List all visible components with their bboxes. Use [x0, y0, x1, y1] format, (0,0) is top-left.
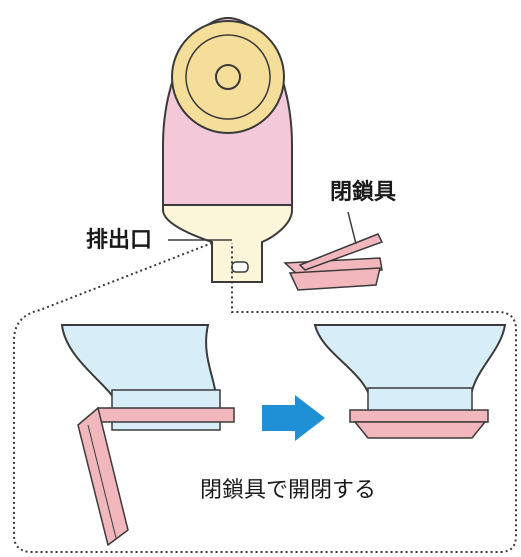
zoom-callout-outline — [13, 242, 517, 553]
ostomy-pouch — [162, 16, 293, 283]
pouch-bottom-right — [313, 324, 507, 439]
pouch-outlet-section — [162, 204, 293, 283]
caption-label: 閉鎖具で開閉する — [200, 478, 377, 503]
arrow-right-icon — [262, 395, 325, 441]
closure-clip-top — [283, 211, 384, 291]
outlet-slot — [231, 261, 249, 273]
skin-barrier-wafer — [171, 20, 285, 134]
drain-outlet-label: 排出口 — [86, 228, 153, 253]
pouch-bottom-left — [60, 324, 235, 547]
closure-clip-label: 閉鎖具 — [330, 180, 397, 205]
